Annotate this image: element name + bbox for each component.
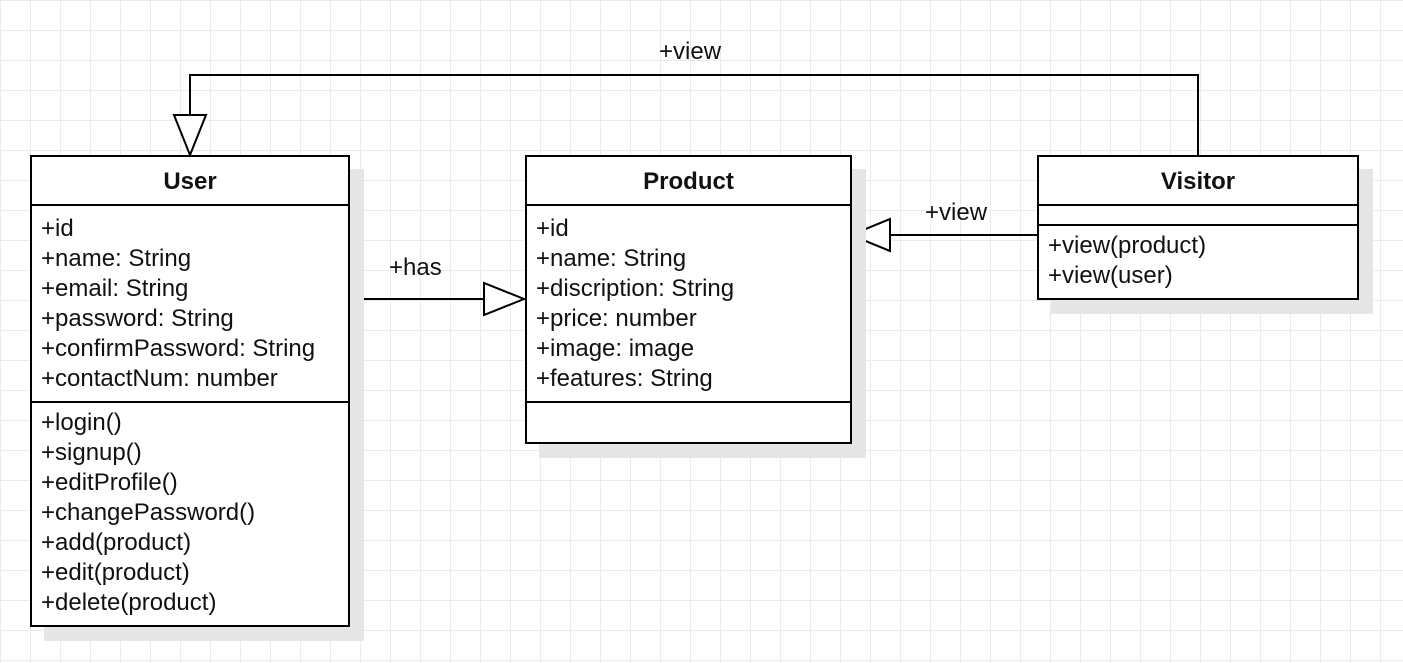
class-product[interactable]: Product +id +name: String +discription: …	[525, 155, 852, 444]
label-visitor-view-product: +view	[925, 199, 988, 226]
attribute: +discription: String	[536, 275, 735, 302]
method: +signup()	[41, 439, 142, 466]
method: +view(user)	[1048, 262, 1173, 289]
class-visitor-attributes	[1039, 206, 1357, 226]
arrowhead-user-has-product	[483, 281, 527, 317]
class-user-name: User	[32, 157, 348, 206]
method: +editProfile()	[41, 469, 178, 496]
arrowhead-visitor-view-user	[172, 114, 208, 158]
label-user-has-product: +has	[389, 254, 442, 281]
edge-visitor-view-user[interactable]	[189, 74, 1199, 155]
class-product-name: Product	[527, 157, 850, 206]
method: +view(product)	[1048, 232, 1207, 259]
attribute: +image: image	[536, 335, 695, 362]
attribute: +password: String	[41, 305, 234, 332]
attribute: +name: String	[536, 245, 687, 272]
class-visitor[interactable]: Visitor +view(product) +view(user)	[1037, 155, 1359, 300]
method: +login()	[41, 409, 122, 436]
method: +add(product)	[41, 529, 192, 556]
attribute: +contactNum: number	[41, 365, 278, 392]
arrowhead-visitor-view-product	[848, 217, 891, 253]
attribute: +id	[41, 215, 74, 242]
class-user-attributes: +id +name: String +email: String +passwo…	[32, 206, 348, 403]
method: +changePassword()	[41, 499, 256, 526]
method: +edit(product)	[41, 559, 190, 586]
attribute: +email: String	[41, 275, 189, 302]
attribute: +name: String	[41, 245, 192, 272]
label-visitor-view-user: +view	[659, 38, 722, 65]
class-user-methods: +login() +signup() +editProfile() +chang…	[32, 403, 348, 618]
attribute: +features: String	[536, 365, 713, 392]
class-user[interactable]: User +id +name: String +email: String +p…	[30, 155, 350, 627]
attribute: +id	[536, 215, 569, 242]
attribute: +price: number	[536, 305, 697, 332]
class-product-attributes: +id +name: String +discription: String +…	[527, 206, 850, 403]
method: +delete(product)	[41, 589, 217, 616]
class-visitor-methods: +view(product) +view(user)	[1039, 226, 1357, 291]
attribute: +confirmPassword: String	[41, 335, 316, 362]
class-visitor-name: Visitor	[1039, 157, 1357, 206]
